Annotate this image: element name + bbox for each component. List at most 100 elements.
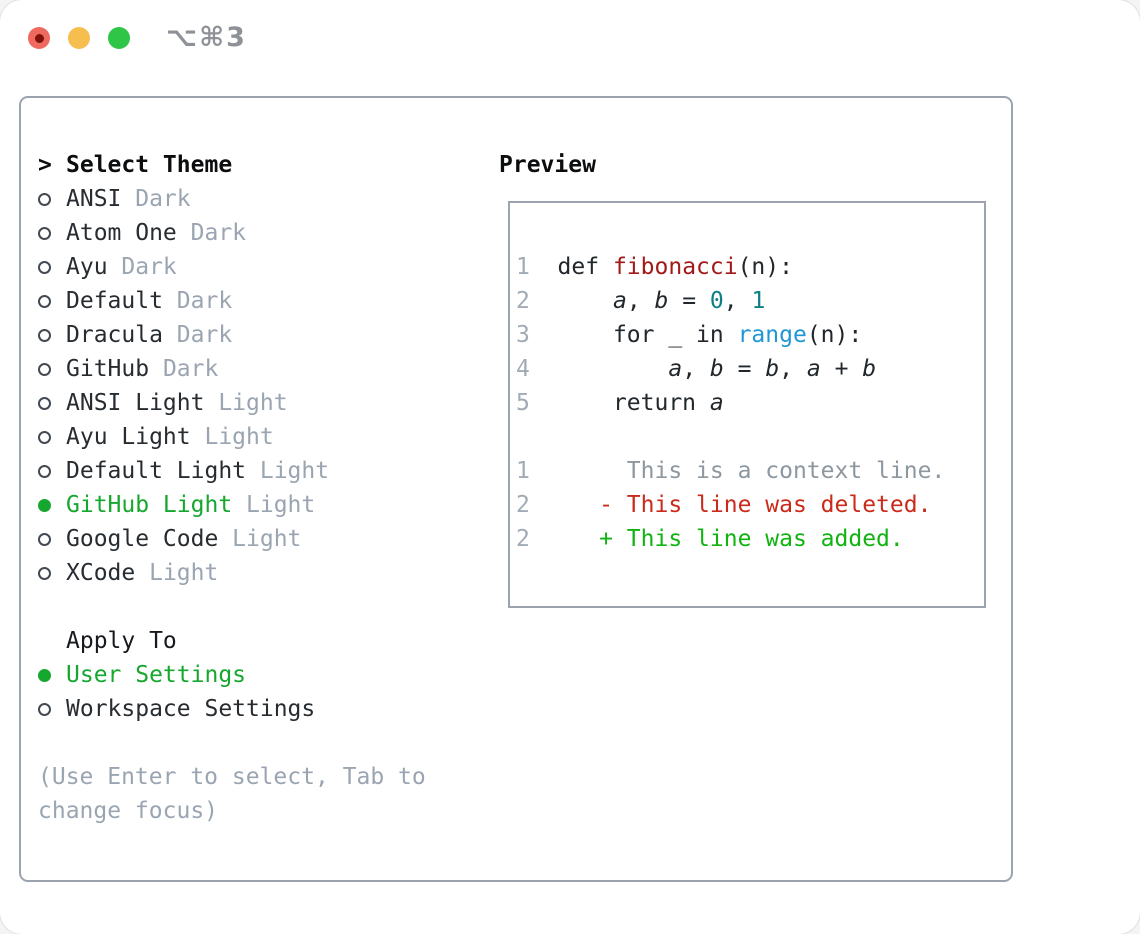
code-line: 2 a, b = 0, 1 (516, 284, 945, 318)
apply-option-user-settings[interactable]: User Settings (38, 658, 468, 692)
theme-option-atom-one[interactable]: Atom One Dark (38, 216, 468, 250)
code-line: 5 return a (516, 386, 945, 420)
theme-variant-label: Dark (162, 356, 219, 382)
theme-option-github[interactable]: GitHub Dark (38, 352, 468, 386)
code-token-code: (n): (737, 254, 793, 280)
preview-title: Preview (499, 152, 596, 178)
spacer (38, 726, 468, 760)
code-token-del: - This line was deleted. (529, 492, 932, 518)
line-number: 5 (516, 390, 530, 416)
preview-box (508, 201, 986, 608)
theme-option-ayu[interactable]: Ayu Dark (38, 250, 468, 284)
code-line: 1 def fibonacci(n): (516, 250, 945, 284)
code-token-num: 0 (709, 288, 724, 314)
radio-circle (38, 532, 51, 546)
theme-variant-label: Light (259, 458, 330, 484)
theme-option-github-light[interactable]: GitHub Light Light (38, 488, 468, 522)
radio-circle (38, 328, 51, 342)
titlebar (28, 27, 148, 49)
code-token-func: fibonacci (612, 254, 738, 280)
theme-variant-label: Light (218, 390, 288, 416)
theme-name: Ayu Light (66, 424, 191, 450)
theme-name: Default (66, 288, 163, 314)
apply-name: User Settings (66, 662, 247, 688)
select-theme-header: >Select Theme (38, 148, 468, 182)
theme-name: XCode (66, 560, 136, 586)
theme-name: GitHub Light (66, 492, 233, 518)
selected-radio-icon (38, 668, 66, 682)
code-token-code: def (529, 254, 613, 280)
theme-name: Ayu (66, 254, 108, 280)
theme-variant-label: Light (246, 492, 316, 518)
code-token-num: 1 (751, 288, 766, 314)
radio-circle (38, 294, 51, 308)
hint-text-line1: (Use Enter to select, Tab to (38, 764, 426, 790)
theme-variant-label: Dark (190, 220, 247, 246)
theme-variant-label: Dark (135, 186, 191, 212)
line-number: 1 (516, 458, 530, 484)
radio-icon (38, 464, 66, 478)
theme-variant-label: Dark (176, 322, 233, 348)
radio-circle (38, 192, 51, 206)
zoom-button[interactable] (108, 27, 130, 49)
line-number: 4 (516, 356, 530, 382)
theme-option-ansi-light[interactable]: ANSI Light Light (38, 386, 468, 420)
code-line: 2 - This line was deleted. (516, 488, 945, 522)
code-line: 4 a, b = b, a + b (516, 352, 945, 386)
theme-name: ANSI Light (66, 390, 205, 416)
theme-option-ayu-light[interactable]: Ayu Light Light (38, 420, 468, 454)
code-token-add: + This line was added. (529, 526, 904, 552)
code-token-var: b (654, 288, 669, 314)
code-line: 1 This is a context line. (516, 454, 945, 488)
line-number: 2 (516, 288, 530, 314)
close-button[interactable] (28, 27, 50, 49)
close-dot-icon (34, 33, 44, 43)
line-number: 2 (516, 492, 530, 518)
radio-circle (38, 668, 51, 682)
radio-icon (38, 226, 66, 240)
code-token-ctx: This is a context line. (529, 458, 946, 484)
select-theme-title: Select Theme (66, 152, 233, 178)
apply-name: Workspace Settings (66, 696, 316, 722)
minimize-button[interactable] (68, 27, 90, 49)
code-token-var: a (612, 288, 627, 314)
theme-name: Google Code (66, 526, 219, 552)
code-blank-line (516, 420, 945, 454)
code-token-var: b (709, 356, 724, 382)
window-shortcut-label: ⌥⌘3 (166, 22, 247, 53)
line-number: 3 (516, 322, 530, 348)
code-token-var: b (862, 356, 877, 382)
radio-circle (38, 464, 51, 478)
spacer (38, 590, 468, 624)
code-line: 3 for _ in range(n): (516, 318, 945, 352)
radio-circle (38, 396, 51, 410)
radio-icon (38, 294, 66, 308)
code-token-code: , (779, 356, 807, 382)
radio-icon (38, 328, 66, 342)
code-token-code: return (529, 390, 710, 416)
theme-name: GitHub (66, 356, 150, 382)
apply-option-workspace-settings[interactable]: Workspace Settings (38, 692, 468, 726)
code-token-var: a (806, 356, 821, 382)
code-token-code: (n): (806, 322, 863, 348)
theme-name: Atom One (66, 220, 177, 246)
code-token-code: = (668, 288, 710, 314)
line-number: 2 (516, 526, 530, 552)
apply-to-header: Apply To (38, 624, 468, 658)
radio-icon (38, 566, 66, 580)
radio-icon (38, 532, 66, 546)
theme-variant-label: Dark (121, 254, 177, 280)
code-token-var: b (765, 356, 780, 382)
radio-circle (38, 498, 51, 512)
code-token-code: for _ in (529, 322, 738, 348)
theme-variant-label: Light (204, 424, 274, 450)
radio-icon (38, 260, 66, 274)
apply-to-title: Apply To (66, 628, 177, 654)
